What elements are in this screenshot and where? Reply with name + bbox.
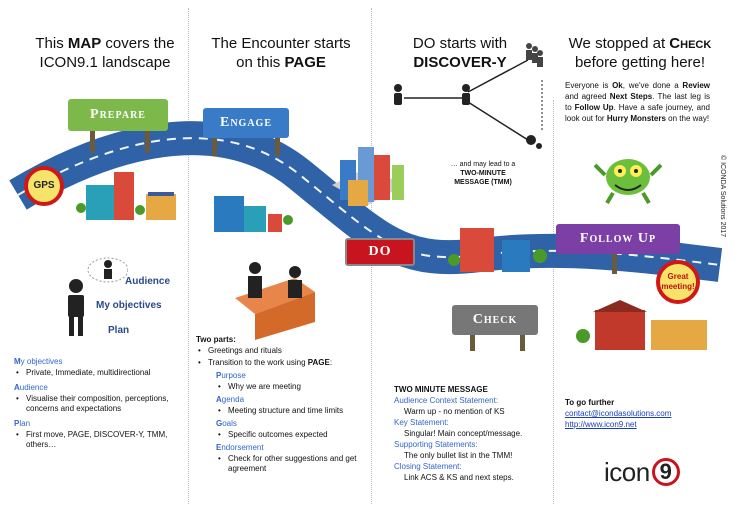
sign-post — [212, 138, 217, 156]
section-title: Agenda — [216, 395, 245, 404]
icon9-logo: icon 9 — [604, 456, 680, 488]
engage-sign: Engage — [203, 108, 289, 138]
label-objectives: My objectives — [96, 300, 162, 311]
objectives-list: My objectives Private, Immediate, multid… — [14, 356, 184, 452]
header-encounter: The Encounter starts on this PAGE — [211, 35, 351, 71]
list-item: First move, PAGE, DISCOVER-Y, TMM, other… — [16, 430, 184, 450]
website-link[interactable]: http://www.icon9.net — [565, 420, 637, 429]
section-title: Audience — [14, 383, 48, 392]
section-title: Plan — [14, 419, 31, 428]
follow-up-sign: Follow Up — [556, 224, 680, 254]
sign-post — [470, 335, 475, 351]
list-item: Transition to the work using PAGE: — [198, 358, 364, 368]
header-do: DO starts with DISCOVER-Y — [412, 35, 508, 71]
check-sign: Check — [452, 305, 538, 335]
section-title: Endorsement — [216, 443, 264, 452]
sign-post — [520, 335, 525, 351]
great-meeting-badge: Great meeting! — [656, 260, 700, 304]
list-item: Private, Immediate, multidirectional — [16, 368, 184, 378]
person-icon — [462, 84, 470, 105]
section-title: Goals — [216, 419, 237, 428]
copyright-text: © ICONDA Solutions 2017 — [719, 155, 726, 238]
person-icon — [394, 84, 402, 105]
do-sign: DO — [345, 238, 415, 266]
check-paragraph: Everyone is Ok, we've done a Review and … — [565, 81, 711, 123]
column-divider-1 — [188, 8, 189, 504]
sign-post — [145, 131, 150, 153]
city-graphic — [332, 147, 404, 206]
header-check: We stopped at Check before getting here! — [568, 35, 712, 71]
town-buildings-graphic — [76, 172, 176, 220]
tmm-note: … and may lead to a TWO-MINUTE MESSAGE (… — [450, 161, 516, 186]
town-buildings-graphic — [576, 300, 707, 350]
label-plan: Plan — [108, 325, 130, 336]
sign-post — [612, 254, 617, 274]
header-map: This MAP covers the ICON9.1 landscape — [35, 35, 175, 71]
town-buildings-graphic — [448, 228, 547, 272]
gears-icon — [526, 135, 542, 149]
sign-post — [275, 138, 280, 156]
tmm-block: TWO MINUTE MESSAGE Audience Context Stat… — [394, 385, 523, 482]
list-item: Why we are meeting — [218, 382, 364, 392]
town-buildings-graphic — [214, 196, 293, 232]
group-icon — [526, 43, 543, 67]
wall-graphic — [235, 262, 315, 340]
people-thinking-graphic — [68, 257, 128, 336]
hurry-monster-icon — [593, 159, 663, 205]
gps-badge: GPS — [24, 166, 64, 206]
label-audience: Audience — [125, 276, 171, 287]
email-link[interactable]: contact@icondasolutions.com — [565, 409, 672, 418]
prepare-sign: Prepare — [68, 99, 168, 131]
column-divider-3 — [553, 100, 554, 504]
list-item: Check for other suggestions and get agre… — [218, 454, 364, 474]
sign-post — [90, 131, 95, 153]
two-parts-list: Two parts: Greetings and rituals Transit… — [196, 334, 364, 476]
section-title: Purpose — [216, 371, 246, 380]
list-item: Meeting structure and time limits — [218, 406, 364, 416]
section-title: My objectives — [14, 357, 63, 366]
list-item: Specific outcomes expected — [218, 430, 364, 440]
list-item: Visualise their composition, perceptions… — [16, 394, 184, 414]
list-item: Greetings and rituals — [198, 346, 364, 356]
go-further-block: To go further contact@icondasolutions.co… — [565, 397, 725, 430]
discover-network-diagram — [394, 43, 543, 149]
